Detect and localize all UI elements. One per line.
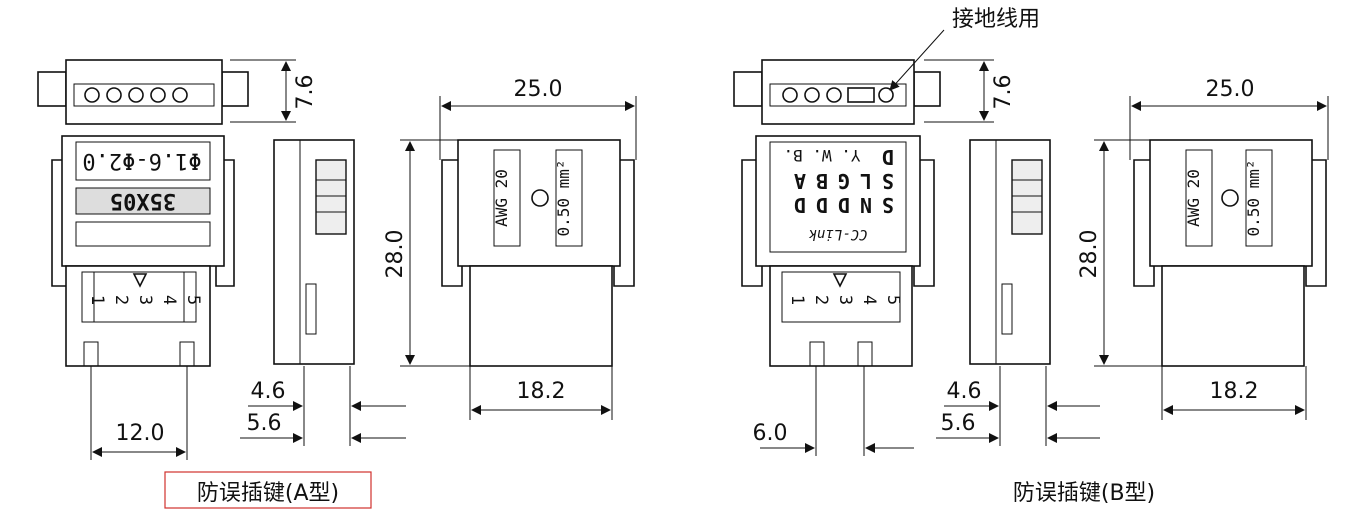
svg-text:B: B	[816, 169, 828, 193]
title-a-highlight	[164, 471, 372, 509]
svg-text:6.0: 6.0	[753, 421, 788, 446]
svg-text:2: 2	[111, 295, 131, 305]
svg-text:AWG 20: AWG 20	[1184, 169, 1203, 227]
svg-text:D: D	[794, 193, 806, 217]
svg-text:G: G	[838, 169, 850, 193]
svg-text:0.50 mm²: 0.50 mm²	[1244, 159, 1263, 236]
svg-text:N: N	[860, 193, 872, 217]
svg-text:25.0: 25.0	[1206, 77, 1255, 102]
svg-text:S: S	[882, 169, 894, 193]
dim-a-side: 4.6 5.6	[240, 366, 406, 446]
connector-a-front-view: Φ1.6-Φ2.0 35X05 1 2 3 4 5	[37, 59, 249, 367]
title-a: 防误插键(A型)	[197, 481, 339, 506]
svg-text:3: 3	[135, 295, 155, 305]
pin-numbers-b: 1 2 3 4 5	[787, 295, 903, 305]
svg-text:5.6: 5.6	[941, 411, 976, 436]
part-code: 35X05	[110, 188, 176, 213]
screw-terminals	[84, 87, 188, 103]
svg-text:D: D	[882, 145, 894, 169]
svg-text:2: 2	[811, 295, 831, 305]
svg-text:1: 1	[87, 295, 107, 305]
pin-numbers-a: 1 2 3 4 5	[87, 295, 203, 305]
dim-b-pitch: 6.0	[753, 366, 914, 456]
connector-b-front-view: Y. W. B. D S L G B A S N D D D CC-Link 1…	[733, 59, 941, 367]
svg-text:4.6: 4.6	[947, 379, 982, 404]
svg-text:5: 5	[183, 295, 203, 305]
connector-a-back-view: AWG 20 0.50 mm²	[441, 139, 635, 367]
svg-text:7.6: 7.6	[991, 75, 1016, 110]
svg-text:接地线用: 接地线用	[952, 7, 1040, 32]
dim-a-back: 25.0 28.0 18.2	[383, 77, 637, 420]
connector-b-back-view: AWG 20 0.50 mm²	[1133, 139, 1327, 367]
dim-b-top-height: 7.6	[924, 59, 1016, 123]
svg-text:4: 4	[859, 295, 879, 305]
connector-b-side-view	[969, 139, 1051, 365]
wire-size-label: Φ1.6-Φ2.0	[82, 148, 201, 173]
ground-terminal	[878, 87, 894, 103]
svg-text:3: 3	[835, 295, 855, 305]
dim-a-pitch: 12.0	[90, 366, 188, 460]
svg-text:D: D	[816, 193, 828, 217]
function-grid: D S L G B A S N D D D	[794, 145, 894, 217]
svg-text:18.2: 18.2	[517, 379, 566, 404]
ground-callout: 接地线用	[889, 7, 1040, 91]
color-label: Y. W. B.	[783, 146, 860, 165]
dim-b-side: 4.6 5.6	[936, 366, 1100, 446]
svg-text:D: D	[838, 193, 850, 217]
connector-a-side-view	[273, 139, 355, 365]
svg-text:0.50 mm²: 0.50 mm²	[554, 159, 573, 236]
svg-text:AWG 20: AWG 20	[492, 169, 511, 227]
svg-text:1: 1	[787, 295, 807, 305]
cclink-logo: CC-Link	[808, 226, 868, 242]
svg-text:A: A	[794, 169, 806, 193]
svg-text:7.6: 7.6	[293, 75, 318, 110]
svg-text:S: S	[882, 193, 894, 217]
svg-text:28.0: 28.0	[1077, 230, 1102, 279]
svg-text:4: 4	[159, 295, 179, 305]
dim-b-back: 25.0 28.0 18.2	[1077, 77, 1329, 420]
svg-text:5.6: 5.6	[247, 411, 282, 436]
dim-a-top-height: 7.6	[230, 59, 318, 123]
svg-text:25.0: 25.0	[514, 77, 563, 102]
screw-terminals-b	[782, 87, 894, 103]
svg-text:5: 5	[883, 295, 903, 305]
title-b: 防误插键(B型)	[1013, 481, 1155, 506]
svg-text:4.6: 4.6	[251, 379, 286, 404]
svg-text:28.0: 28.0	[383, 230, 408, 279]
svg-text:18.2: 18.2	[1210, 379, 1259, 404]
svg-text:12.0: 12.0	[116, 421, 165, 446]
svg-text:L: L	[860, 169, 872, 193]
